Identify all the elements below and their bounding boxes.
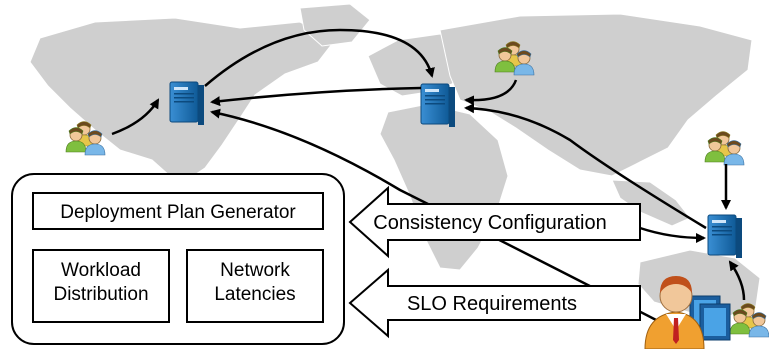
deployment-plan-generator-label: Deployment Plan Generator <box>60 202 296 223</box>
administrator-icon <box>644 276 731 349</box>
consistency-configuration-label: Consistency Configuration <box>373 212 606 234</box>
network-latencies-box <box>186 249 324 323</box>
request-arrows <box>111 28 746 324</box>
map-africa <box>379 103 509 271</box>
arrow-eu-users-to-server <box>464 79 518 106</box>
slo-requirements-label: SLO Requirements <box>407 293 577 315</box>
server-icon-north-america <box>169 81 205 126</box>
workload-label-line1: Workload <box>61 260 141 281</box>
map-southeast-asia <box>611 179 691 227</box>
arrow-na-server-to-eu-server <box>204 28 435 87</box>
workload-distribution-box <box>32 249 170 323</box>
user-group-icon-asia <box>705 132 744 166</box>
slo-requirements-arrow: SLO Requirements <box>348 267 641 339</box>
arrow-asia-server-to-na-server <box>210 108 661 324</box>
server-icon-europe <box>420 83 456 128</box>
deployment-plan-generator-box <box>32 192 324 230</box>
consistency-configuration-arrow: Consistency Configuration <box>348 185 641 259</box>
arrow-planner-to-asia-server <box>639 226 706 243</box>
map-greenland <box>299 3 371 47</box>
arrow-na-users-to-server <box>111 98 160 136</box>
arrow-eu-server-to-na-server <box>210 86 422 107</box>
latency-label-line2: Latencies <box>214 284 295 305</box>
slo-arrow-shape <box>348 267 641 339</box>
deployment-planner-panel: Deployment Plan Generator Workload Distr… <box>11 173 345 345</box>
workload-label-line2: Distribution <box>53 284 148 305</box>
latency-label-line1: Network <box>220 260 290 281</box>
arrow-asia-server-to-eu-server <box>464 103 707 230</box>
server-icon-asia <box>707 214 743 259</box>
arrow-au-users-to-asia-server <box>728 260 746 301</box>
consistency-arrow-shape <box>348 185 641 259</box>
